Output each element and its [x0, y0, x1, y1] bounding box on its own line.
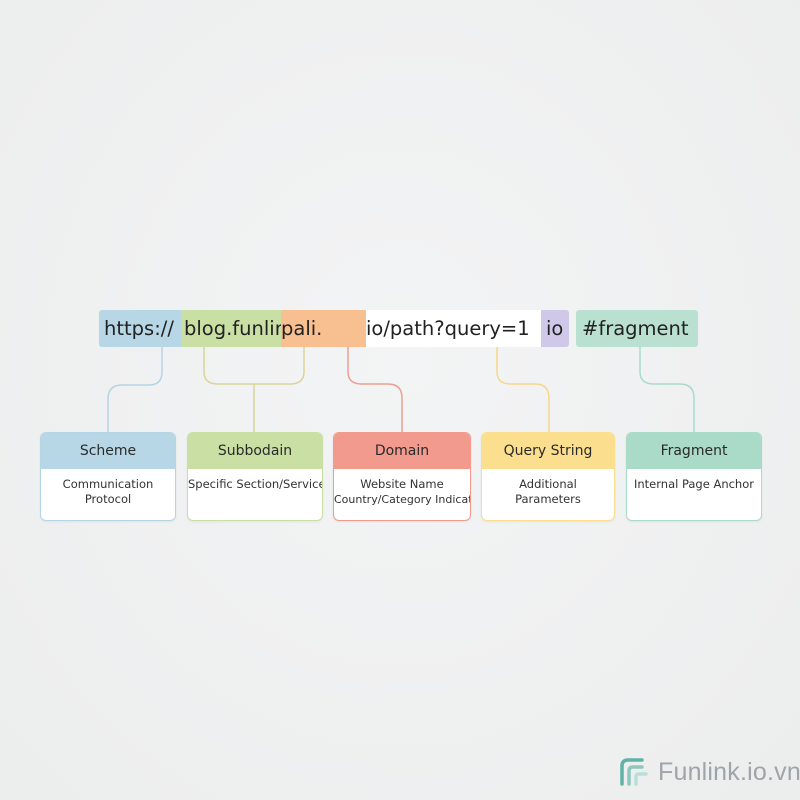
connector-scheme — [107, 347, 163, 432]
funlink-logo-text: Funlink.io.vn — [658, 757, 800, 786]
card-fragment-line-1: Internal Page Anchor — [633, 477, 754, 491]
card-subdomain-line-1: Specific Section/Service — [188, 477, 323, 491]
card-query-string-title: Query String — [482, 433, 614, 469]
card-scheme-line-2: Protocol — [84, 492, 132, 506]
card-subdomain: Subbodain Specific Section/Service — [187, 432, 323, 521]
connector-domain — [347, 347, 403, 432]
card-query-string-line-1: Additional — [519, 477, 577, 491]
funlink-logo: Funlink.io.vn — [618, 756, 800, 788]
url-tld-segment: io — [541, 310, 569, 347]
card-query-string-line-2: Parameters — [515, 492, 581, 506]
card-scheme-line-1: Communication — [62, 477, 154, 491]
card-subdomain-title: Subbodain — [188, 433, 322, 469]
card-query-string: Query String Additional Parameters — [481, 432, 615, 521]
url-domain-segment: pali. — [281, 310, 366, 347]
connector-fragment — [639, 347, 695, 432]
url-scheme-segment: https:// — [99, 310, 181, 347]
card-fragment: Fragment Internal Page Anchor — [626, 432, 762, 521]
funlink-logo-icon — [620, 758, 648, 786]
card-domain-title: Domain — [334, 433, 470, 469]
connector-query — [496, 347, 550, 432]
connector-subdomain — [203, 347, 305, 432]
card-scheme-description: Communication Protocol — [41, 469, 175, 507]
url-subdomain-segment: blog.funlink.io/ — [181, 310, 281, 347]
card-domain-line-1: Website Name — [360, 477, 444, 491]
card-subdomain-description: Specific Section/Service — [188, 469, 322, 492]
url-fragment-segment: #fragment — [576, 310, 698, 347]
card-fragment-description: Internal Page Anchor — [627, 469, 761, 492]
card-scheme: Scheme Communication Protocol — [40, 432, 176, 521]
card-scheme-title: Scheme — [41, 433, 175, 469]
card-query-string-description: Additional Parameters — [482, 469, 614, 507]
card-fragment-title: Fragment — [627, 433, 761, 469]
card-domain-line-2: Country/Category Indicator — [334, 493, 471, 506]
card-domain: Domain Website Name Country/Category Ind… — [333, 432, 471, 521]
card-domain-description: Website Name Country/Category Indicator — [334, 469, 470, 507]
url-path-segment: io/path?query=1 — [366, 310, 541, 347]
